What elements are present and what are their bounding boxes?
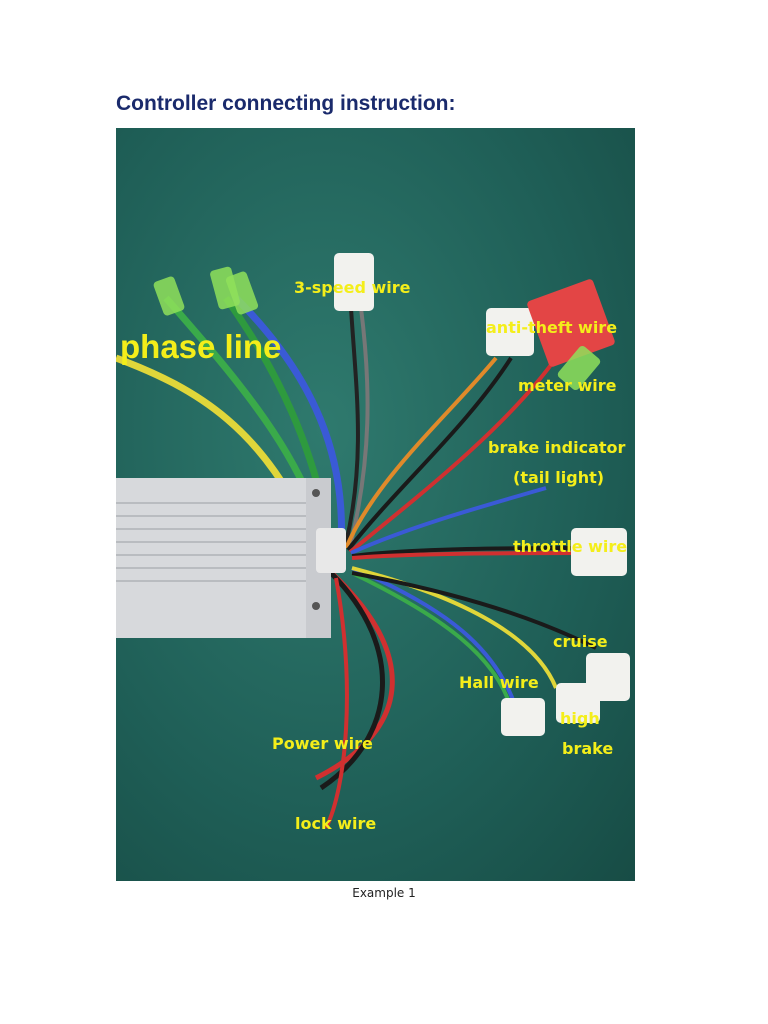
label-brake: brake: [562, 739, 614, 758]
label-anti-theft-wire: anti-theft wire: [486, 318, 618, 337]
label-throttle-wire: throttle wire: [513, 537, 628, 556]
label-cruise: cruise: [553, 632, 608, 651]
label-hall-wire: Hall wire: [459, 673, 539, 692]
label-high: high: [560, 709, 600, 728]
label-lock-wire: lock wire: [295, 814, 377, 833]
label-brake-indicator: brake indicator: [488, 438, 626, 457]
controller-photo: phase line 3-speed wire anti-theft wire …: [116, 128, 635, 881]
label-phase-line: phase line: [120, 328, 282, 365]
label-meter-wire: meter wire: [518, 376, 617, 395]
label-power-wire: Power wire: [272, 734, 373, 753]
label-tail-light: (tail light): [513, 468, 605, 487]
label-3-speed-wire: 3-speed wire: [294, 278, 411, 297]
page-heading: Controller connecting instruction:: [116, 92, 456, 115]
figure-caption: Example 1: [352, 886, 416, 900]
controller-illustration: [116, 253, 630, 829]
